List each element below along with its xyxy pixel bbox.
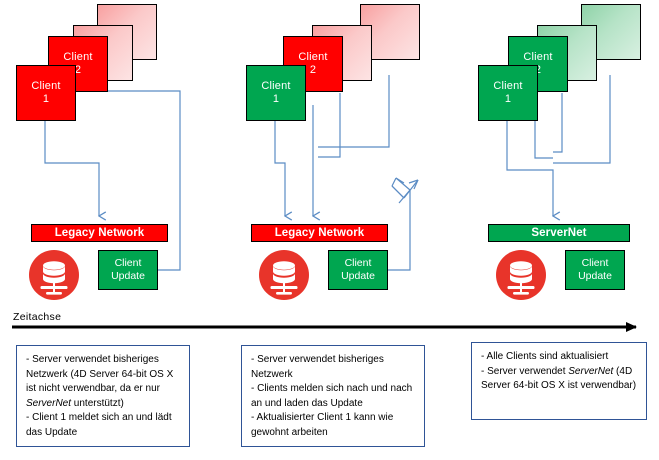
database-icon <box>258 249 310 301</box>
client-label-line1: Client <box>298 51 328 63</box>
network-bar-label: Legacy Network <box>274 227 365 239</box>
client-label-line1: Client <box>523 51 553 63</box>
client-label-line1: Client <box>493 80 523 92</box>
client-label-line1: Client <box>31 80 61 92</box>
client-card-client-1[interactable]: Client 1 <box>16 65 76 121</box>
note-phase-1: - Server verwendet bisheriges Netzwerk (… <box>16 345 190 447</box>
client-label-line2: 1 <box>504 93 512 105</box>
client-update-line2: Update <box>111 270 145 282</box>
note-line: - Alle Clients sind aktualisiert <box>481 351 609 362</box>
note-line: - Client 1 meldet sich an und lädt das U… <box>26 412 172 438</box>
note-phase-3: - Alle Clients sind aktualisiert - Serve… <box>471 342 647 420</box>
network-bar-label: ServerNet <box>531 227 587 239</box>
client-update-box[interactable]: Client Update <box>565 250 625 290</box>
client-update-box[interactable]: Client Update <box>98 250 158 290</box>
client-label-line2: 1 <box>272 93 280 105</box>
network-bar-legacy[interactable]: Legacy Network <box>31 224 168 242</box>
database-icon <box>495 249 547 301</box>
client-update-line2: Update <box>341 270 375 282</box>
client-label-line1: Client <box>63 51 93 63</box>
note-line: - Clients melden sich nach und nach an u… <box>251 383 413 409</box>
note-line: - Server verwendet bisheriges Netzwerk (… <box>26 354 174 409</box>
client-update-line2: Update <box>578 270 612 282</box>
note-line: - Server verwendet bisheriges Netzwerk <box>251 354 384 380</box>
client-update-line1: Client <box>114 257 142 269</box>
note-phase-2: - Server verwendet bisheriges Netzwerk -… <box>241 345 425 447</box>
network-bar-servernet[interactable]: ServerNet <box>488 224 630 242</box>
client-label-line2: 2 <box>74 64 82 76</box>
client-label-line2: 2 <box>309 64 317 76</box>
client-update-line1: Client <box>344 257 372 269</box>
database-icon <box>28 249 80 301</box>
client-card-client-1[interactable]: Client 1 <box>478 65 538 121</box>
note-line: - Aktualisierter Client 1 kann wie gewoh… <box>251 412 394 438</box>
client-card-client-1[interactable]: Client 1 <box>246 65 306 121</box>
client-label-line2: 1 <box>42 93 50 105</box>
client-label-line1: Client <box>261 80 291 92</box>
note-line: - Server verwendet ServerNet (4D Server … <box>481 365 637 392</box>
network-bar-label: Legacy Network <box>54 227 145 239</box>
network-bar-legacy[interactable]: Legacy Network <box>251 224 388 242</box>
client-update-box[interactable]: Client Update <box>328 250 388 290</box>
timeline-label: Zeitachse <box>13 311 62 323</box>
client-update-line1: Client <box>581 257 609 269</box>
